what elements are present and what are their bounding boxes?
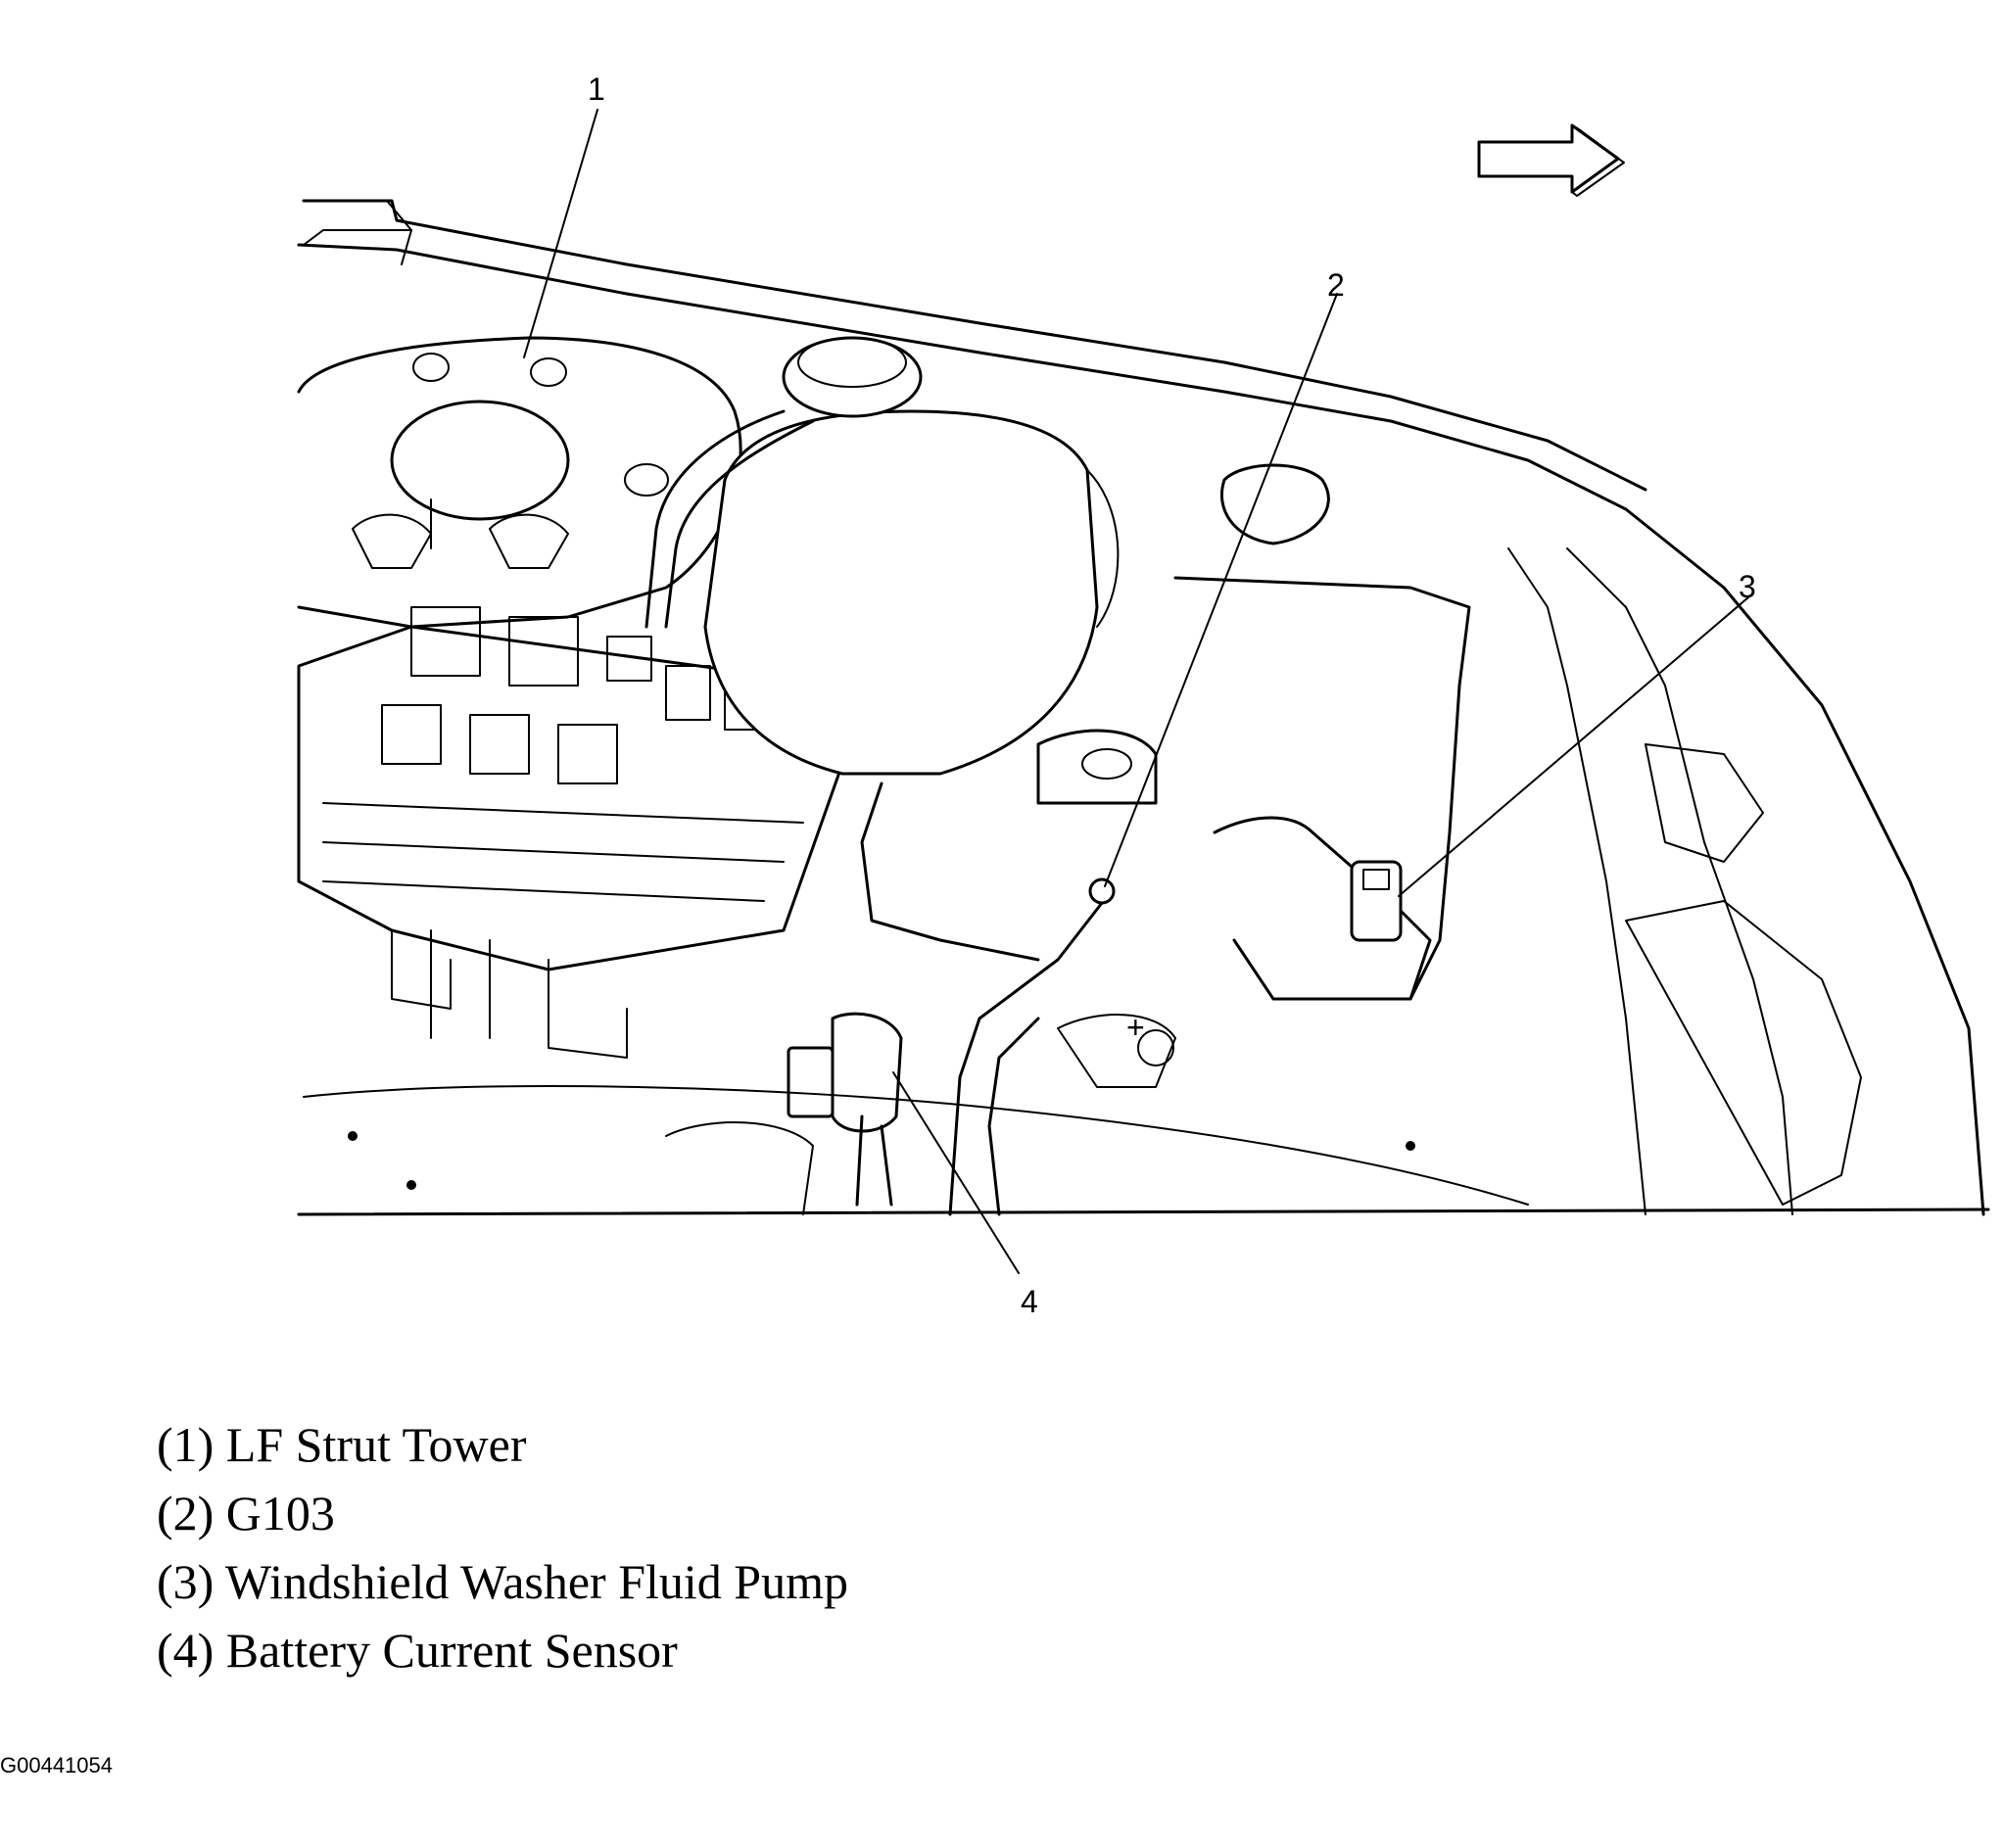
- callout-4-number: 4: [1021, 1284, 1038, 1319]
- leader-1: [523, 109, 598, 358]
- legend-item-2: (2) G103: [157, 1486, 335, 1540]
- callout-leaders: [523, 109, 1749, 1274]
- legend: (1) LF Strut Tower (2) G103 (3) Windshie…: [157, 1410, 848, 1684]
- legend-item-3: (3) Windshield Washer Fluid Pump: [157, 1554, 848, 1609]
- coolant-reservoir: [644, 336, 1120, 776]
- svg-text:+: +: [1126, 1010, 1145, 1045]
- lower-panel: [297, 1085, 1990, 1216]
- legend-item-4: (4) Battery Current Sensor: [157, 1623, 678, 1678]
- leader-2: [1104, 293, 1338, 887]
- figure-id: G00441054: [0, 1753, 113, 1777]
- fuse-relay-block: [297, 606, 844, 1059]
- battery-ground-area: +: [860, 729, 1176, 1216]
- legend-item-1: (1) LF Strut Tower: [157, 1417, 527, 1472]
- callout-1-number: 1: [588, 71, 605, 107]
- callout-3-number: 3: [1739, 569, 1756, 604]
- washer-reservoir: [1173, 463, 1471, 1001]
- leader-4: [892, 1071, 1020, 1274]
- direction-arrow-icon: [1477, 123, 1625, 197]
- leader-3: [1398, 596, 1749, 897]
- battery-current-sensor: [787, 1012, 903, 1207]
- vehicle-body: [297, 199, 1985, 1216]
- callout-2-number: 2: [1327, 267, 1345, 303]
